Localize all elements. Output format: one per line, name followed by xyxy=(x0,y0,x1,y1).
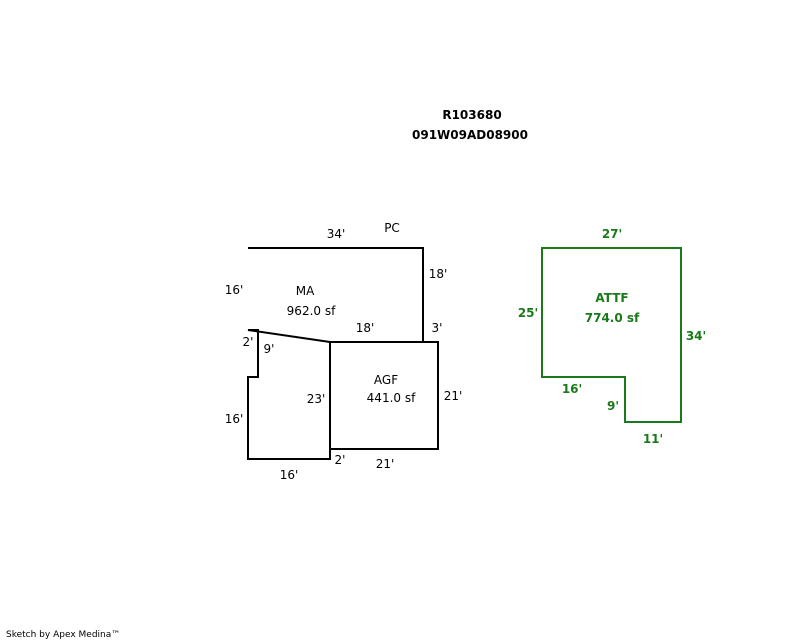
attf-dim-step-h: 16' xyxy=(562,382,582,396)
attf-outline xyxy=(541,247,682,423)
ma-label: MA xyxy=(296,284,315,298)
ma-dim-left-lower: 16' xyxy=(225,412,244,426)
ma-dim-top: 34' xyxy=(327,227,346,241)
attf-dim-right: 34' xyxy=(686,329,706,343)
attf-dim-step-v: 9' xyxy=(607,399,619,413)
attf-dim-top: 27' xyxy=(602,227,622,241)
parcel-id: R103680 xyxy=(442,108,501,122)
agf-dim-top: 18' xyxy=(356,321,375,335)
ma-dim-bottom-step: 2' xyxy=(335,453,346,467)
attf-dim-bottom: 11' xyxy=(643,432,663,446)
ma-dim-notch-h: 9' xyxy=(264,342,275,356)
agf-dim-bottom: 21' xyxy=(376,457,395,471)
ma-dim-notch-w: 2' xyxy=(243,335,254,349)
map-number: 091W09AD08900 xyxy=(412,128,528,142)
attf-label: ATTF xyxy=(595,291,628,305)
ma-dim-right-upper: 18' xyxy=(429,267,448,281)
garage-outline xyxy=(329,341,439,450)
agf-dim-left: 23' xyxy=(307,392,326,406)
pc-label: PC xyxy=(384,221,400,235)
sketch-credit: Sketch by Apex Medina™ xyxy=(6,630,120,640)
agf-dim-right: 21' xyxy=(444,389,463,403)
attf-area: 774.0 sf xyxy=(585,311,640,325)
ma-dim-bottom: 16' xyxy=(280,468,299,482)
attf-dim-left: 25' xyxy=(518,306,538,320)
agf-area: 441.0 sf xyxy=(367,391,416,405)
ma-area: 962.0 sf xyxy=(287,304,336,318)
main-area-outline xyxy=(247,247,424,460)
agf-dim-top-right: 3' xyxy=(432,321,443,335)
agf-label: AGF xyxy=(374,373,398,387)
ma-dim-left-upper: 16' xyxy=(225,283,244,297)
